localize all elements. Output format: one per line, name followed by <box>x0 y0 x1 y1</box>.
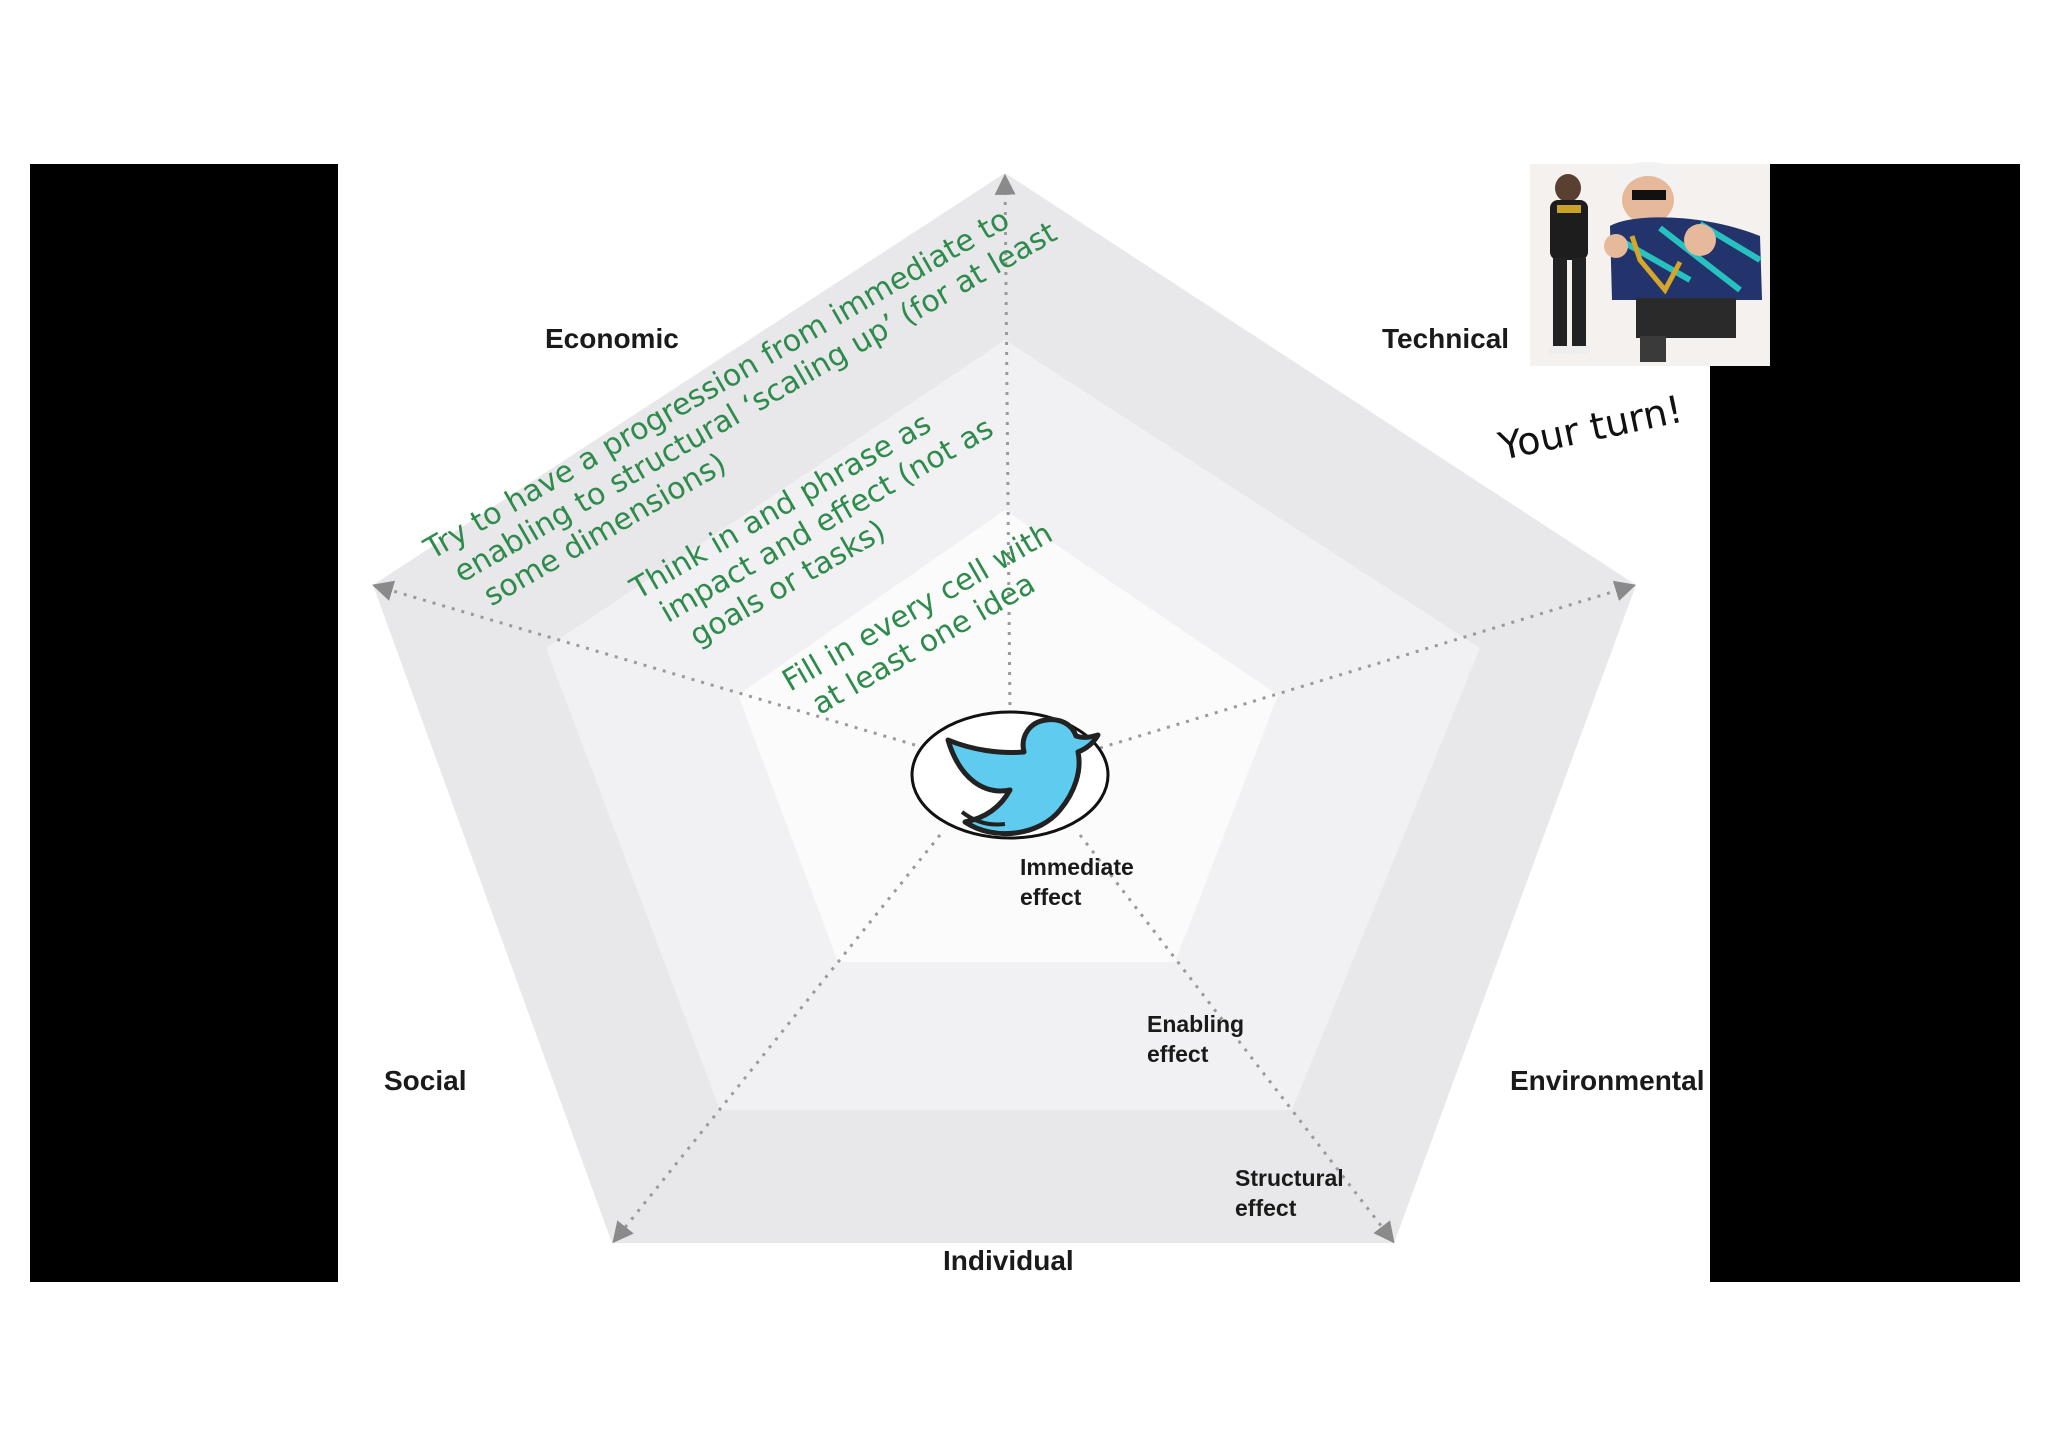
svg-text:effect: effect <box>1147 1041 1209 1067</box>
svg-text:Immediate: Immediate <box>1020 854 1134 880</box>
axes <box>371 173 1637 1244</box>
level-label-immediate: Immediate effect <box>1020 854 1134 910</box>
svg-text:effect: effect <box>1020 884 1082 910</box>
left-black-bar <box>30 164 338 1282</box>
level-label-structural: Structural effect <box>1235 1165 1344 1221</box>
twitter-bird-icon <box>910 710 1110 840</box>
svg-text:Enabling: Enabling <box>1147 1011 1244 1037</box>
your-turn-text: Your turn! <box>1494 387 1687 469</box>
axis-left <box>371 580 916 747</box>
svg-text:Structural: Structural <box>1235 1165 1344 1191</box>
svg-text:effect: effect <box>1235 1195 1297 1221</box>
dimension-label-individual: Individual <box>943 1245 1074 1276</box>
level-label-enabling: Enabling effect <box>1147 1011 1244 1067</box>
dimension-label-economic: Economic <box>545 323 679 354</box>
dimension-label-social: Social <box>384 1065 466 1096</box>
dimension-label-environmental: Environmental <box>1510 1065 1704 1096</box>
dimension-label-technical: Technical <box>1382 323 1509 354</box>
axis-right <box>1099 580 1637 750</box>
axis-lower-left <box>612 834 942 1244</box>
two-people-photo <box>1530 162 1770 366</box>
